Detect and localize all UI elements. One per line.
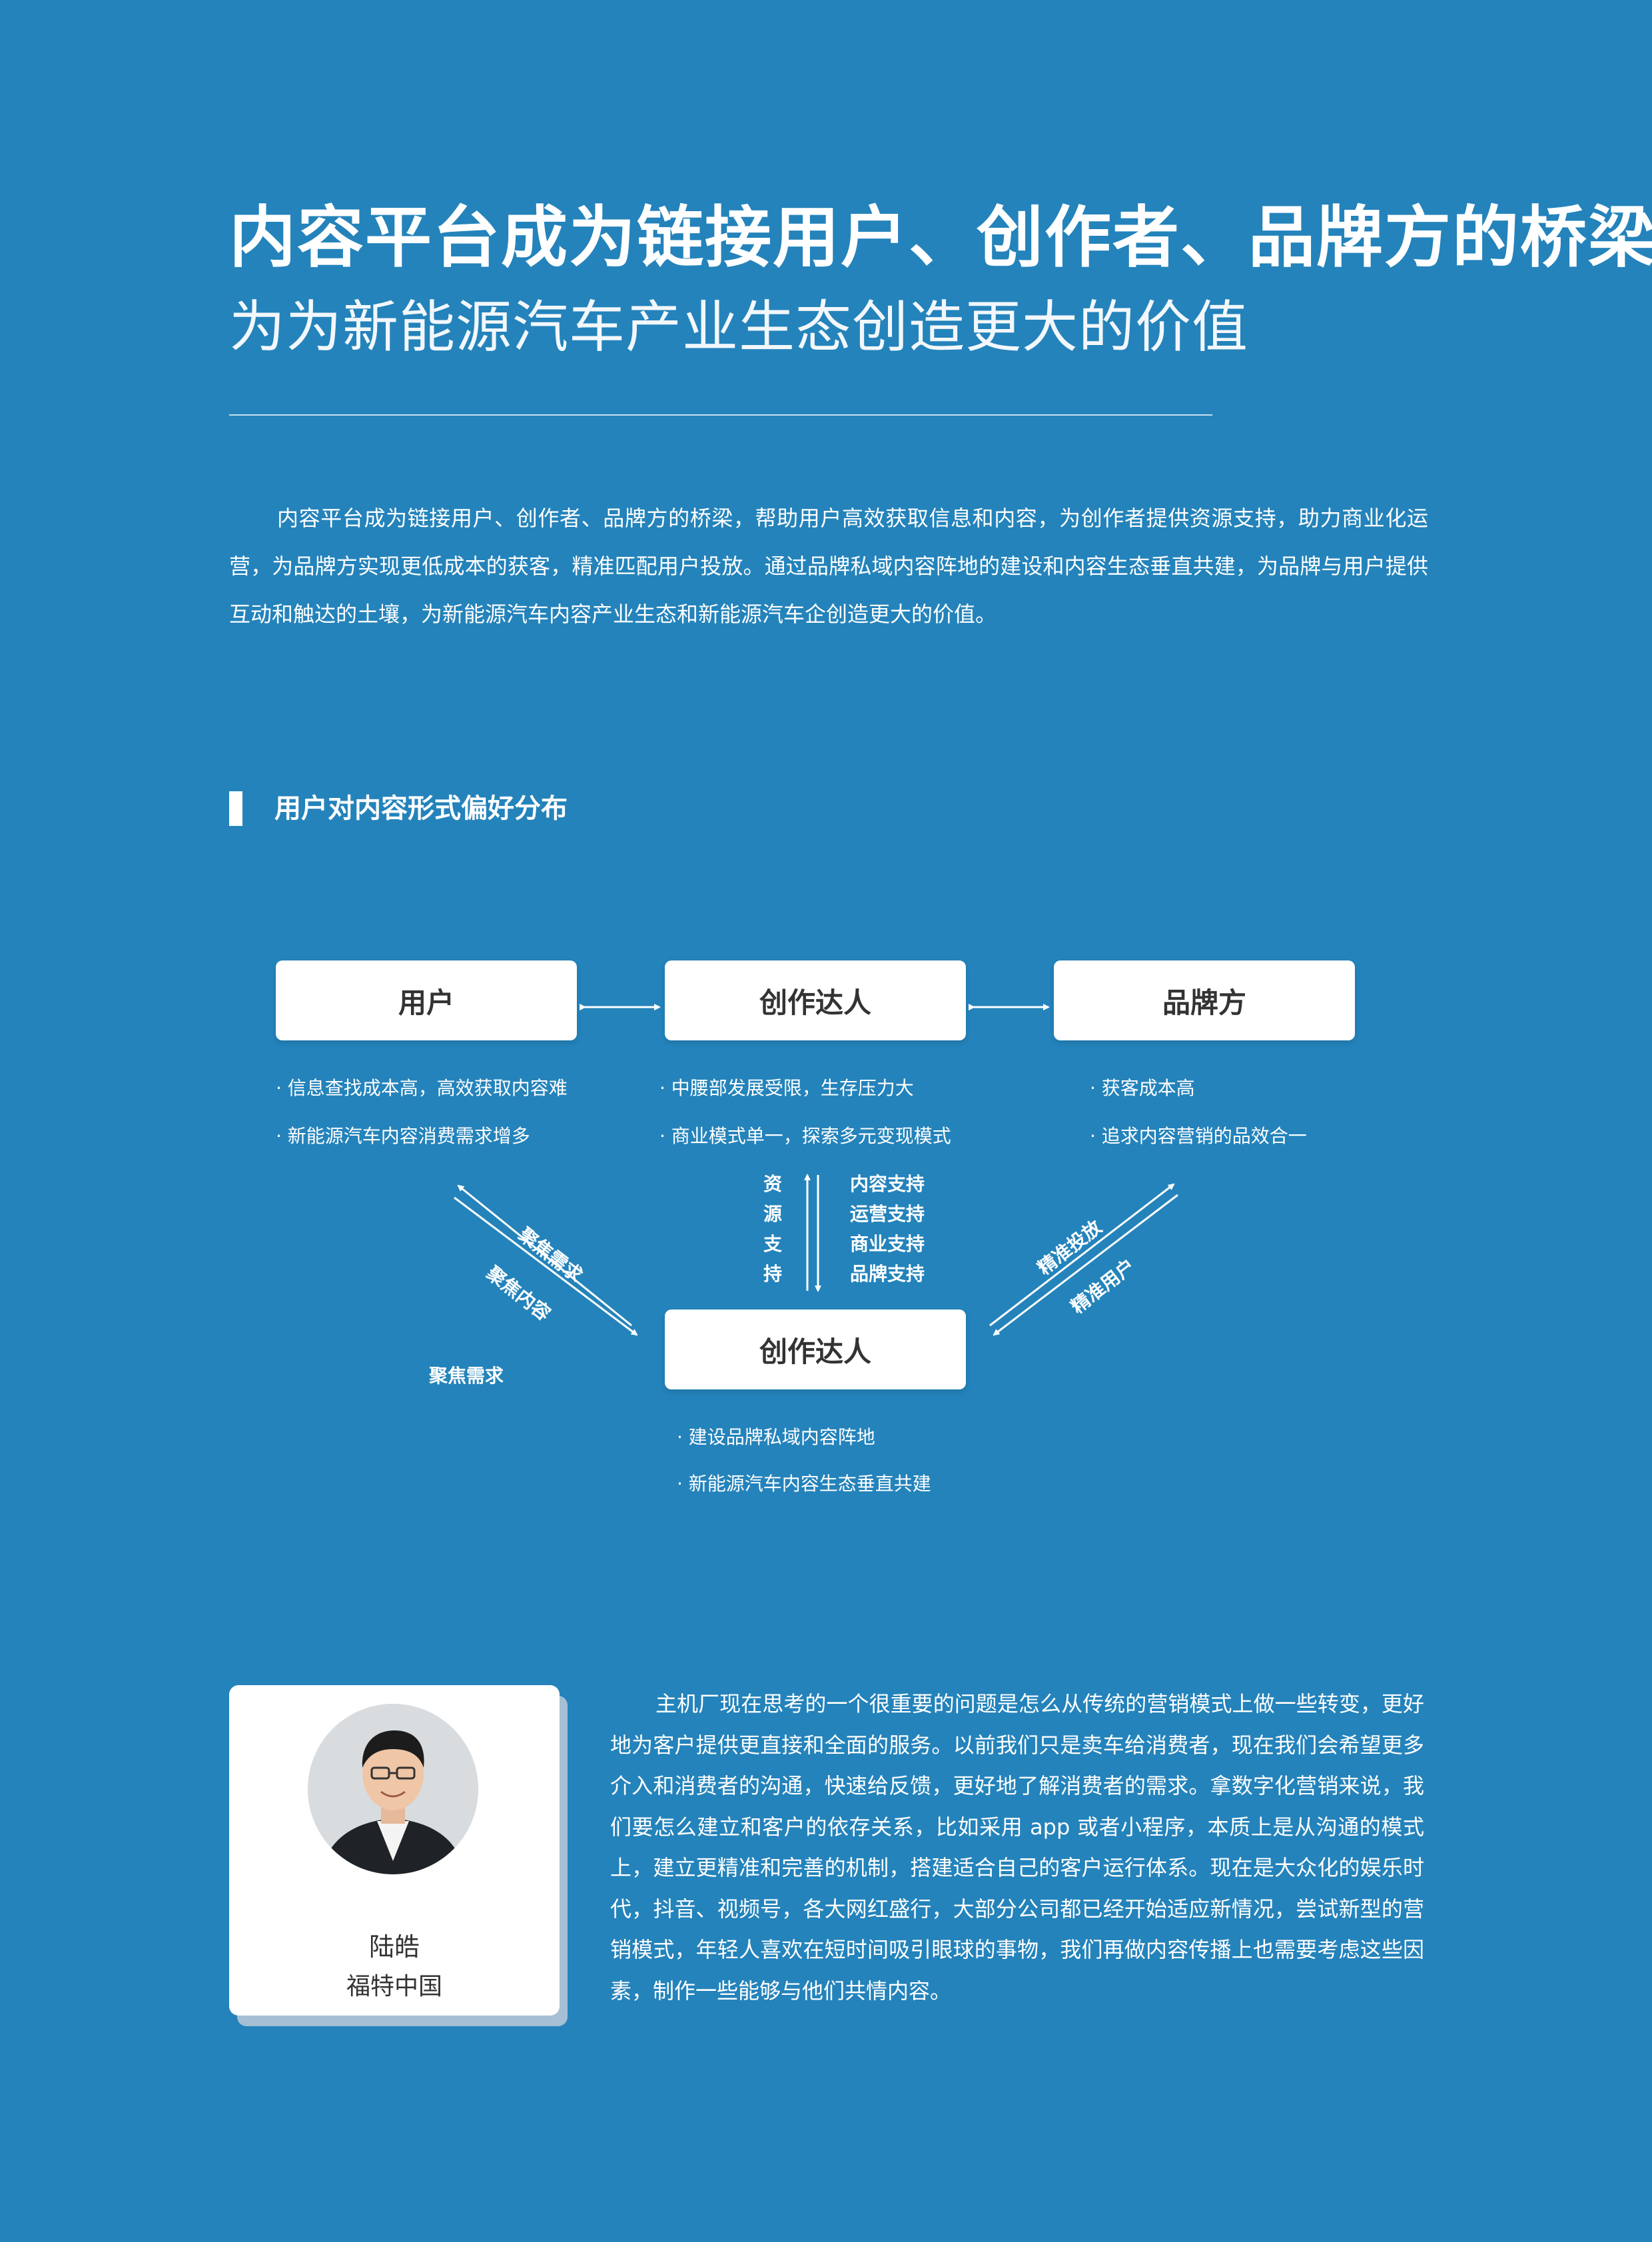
arrow-left-up — [457, 1184, 632, 1327]
resource-support-char: 资 — [763, 1173, 783, 1195]
page-title: 内容平台成为链接用户、创作者、品牌方的桥梁 — [229, 198, 1652, 276]
creator-point: · 商业模式单一，探索多元变现模式 — [659, 1125, 951, 1147]
left-bottom-label: 聚焦需求 — [429, 1365, 504, 1387]
divider — [229, 414, 1212, 416]
node-creator-top: 创作达人 — [665, 960, 966, 1040]
resource-support-char: 持 — [763, 1263, 783, 1285]
resource-support-char: 支 — [763, 1233, 783, 1255]
arrow-right-down — [993, 1194, 1178, 1336]
brand-point: · 追求内容营销的品效合一 — [1090, 1125, 1307, 1147]
node-brand: 品牌方 — [1054, 960, 1355, 1040]
user-point: · 信息查找成本高，高效获取内容难 — [276, 1077, 568, 1099]
intro-paragraph: 内容平台成为链接用户、创作者、品牌方的桥梁，帮助用户高效获取信息和内容，为创作者… — [229, 506, 1428, 627]
creator-point: · 中腰部发展受限，生存压力大 — [659, 1077, 914, 1099]
node-user: 用户 — [276, 960, 577, 1040]
arrow-left-down — [454, 1196, 638, 1336]
section-title: 用户对内容形式偏好分布 — [274, 793, 568, 824]
person-name: 陆皓 — [368, 1932, 420, 1962]
user-point: · 新能源汽车内容消费需求增多 — [276, 1125, 530, 1147]
platform-point: · 新能源汽车内容生态垂直共建 — [677, 1473, 931, 1495]
arrow-right-up — [989, 1183, 1175, 1327]
resource-support-char: 源 — [763, 1203, 783, 1225]
support-item: 商业支持 — [850, 1233, 925, 1255]
support-item: 运营支持 — [850, 1203, 925, 1225]
platform-point: · 建设品牌私域内容阵地 — [677, 1426, 875, 1448]
page-subtitle: 为为新能源汽车产业生态创造更大的价值 — [229, 294, 1249, 360]
avatar — [308, 1704, 478, 1874]
quote-text: 主机厂现在思考的一个很重要的问题是怎么从传统的营销模式上做一些转变，更好地为客户… — [610, 1691, 1424, 2004]
section-marker — [229, 791, 242, 826]
support-item: 内容支持 — [850, 1173, 925, 1195]
brand-point: · 获客成本高 — [1090, 1077, 1195, 1099]
support-item: 品牌支持 — [850, 1263, 925, 1285]
person-org: 福特中国 — [346, 1973, 442, 2000]
node-creator-bottom: 创作达人 — [665, 1309, 966, 1389]
